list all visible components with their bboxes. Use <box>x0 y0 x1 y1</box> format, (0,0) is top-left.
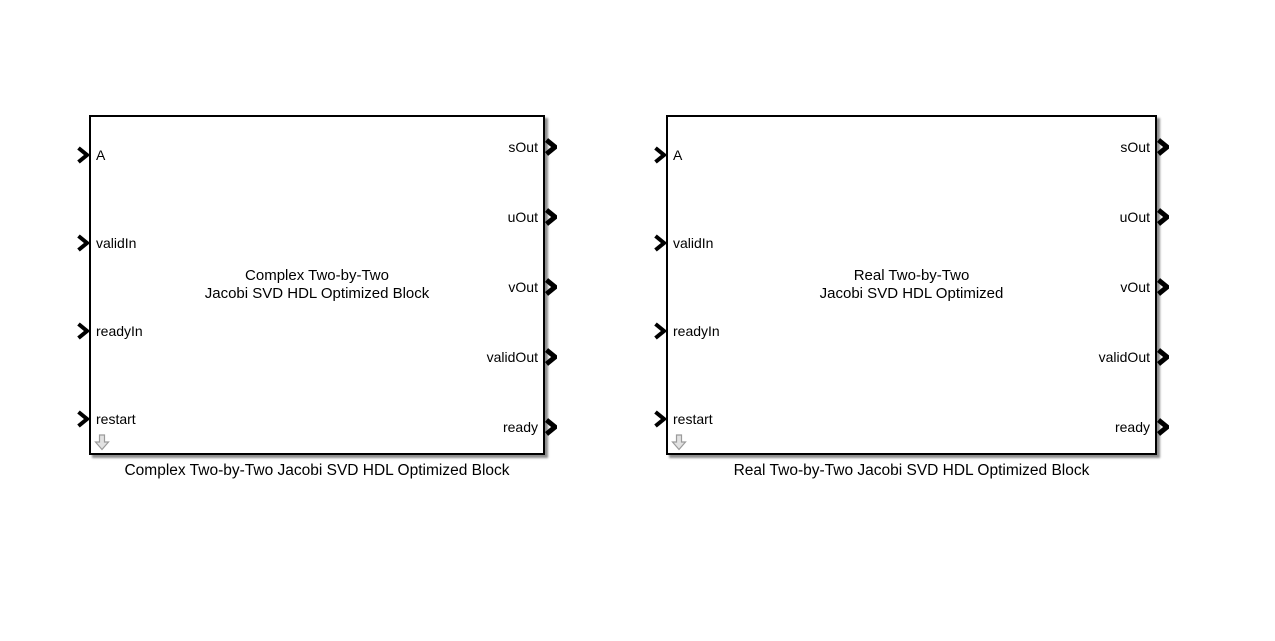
output-port-label: uOut <box>1119 209 1150 225</box>
output-port-ready[interactable]: ready <box>1114 417 1171 437</box>
input-port-label: validIn <box>673 235 714 251</box>
output-port-chevron-icon <box>544 418 559 436</box>
output-port-label: ready <box>1114 419 1150 435</box>
input-port-chevron-icon <box>77 146 91 164</box>
block-title-line1: Real Two-by-Two <box>853 267 970 284</box>
output-port-chevron-icon <box>1156 348 1171 366</box>
output-port-chevron-icon <box>544 278 559 296</box>
input-port-label: restart <box>96 411 136 427</box>
output-port-chevron-icon <box>1156 138 1171 156</box>
block-caption-real[interactable]: Real Two-by-Two Jacobi SVD HDL Optimized… <box>733 462 1090 479</box>
output-port-label: validOut <box>486 349 538 365</box>
output-port-chevron-icon <box>544 208 559 226</box>
block-real-two-by-two-jacobi-svd[interactable]: Real Two-by-Two Jacobi SVD HDL Optimized… <box>654 115 1171 455</box>
input-port-validin[interactable]: validIn <box>77 233 137 253</box>
output-port-chevron-icon <box>1156 418 1171 436</box>
output-port-validout[interactable]: validOut <box>1098 347 1171 367</box>
input-port-a[interactable]: A <box>77 145 106 165</box>
input-port-chevron-icon <box>77 322 91 340</box>
output-port-label: ready <box>502 419 538 435</box>
input-port-label: validIn <box>96 235 137 251</box>
output-port-uout[interactable]: uOut <box>507 207 559 227</box>
input-port-readyin[interactable]: readyIn <box>654 321 720 341</box>
output-port-chevron-icon <box>1156 208 1171 226</box>
input-port-readyin[interactable]: readyIn <box>77 321 143 341</box>
output-port-ready[interactable]: ready <box>502 417 559 437</box>
block-title-line2: Jacobi SVD HDL Optimized Block <box>204 285 430 302</box>
input-port-a[interactable]: A <box>654 145 683 165</box>
block-title-line1: Complex Two-by-Two <box>245 267 389 284</box>
input-port-label: restart <box>673 411 713 427</box>
block-complex-two-by-two-jacobi-svd[interactable]: Complex Two-by-Two Jacobi SVD HDL Optimi… <box>77 115 559 455</box>
input-port-label: A <box>96 147 106 163</box>
block-title-line2: Jacobi SVD HDL Optimized <box>819 285 1004 302</box>
input-port-chevron-icon <box>77 410 91 428</box>
input-port-chevron-icon <box>654 234 668 252</box>
block-title: Real Two-by-Two Jacobi SVD HDL Optimized <box>668 267 1155 303</box>
input-port-label: readyIn <box>673 323 720 339</box>
input-port-restart[interactable]: restart <box>77 409 136 429</box>
output-port-uout[interactable]: uOut <box>1119 207 1171 227</box>
input-port-validin[interactable]: validIn <box>654 233 714 253</box>
output-port-label: vOut <box>1120 279 1150 295</box>
output-port-validout[interactable]: validOut <box>486 347 559 367</box>
output-port-sout[interactable]: sOut <box>1120 137 1171 157</box>
output-port-vout[interactable]: vOut <box>1120 277 1171 297</box>
input-port-restart[interactable]: restart <box>654 409 713 429</box>
down-arrow-icon[interactable] <box>671 434 687 451</box>
input-port-chevron-icon <box>77 234 91 252</box>
output-port-label: validOut <box>1098 349 1150 365</box>
output-port-chevron-icon <box>544 138 559 156</box>
output-port-label: sOut <box>508 139 538 155</box>
down-arrow-icon[interactable] <box>94 434 110 451</box>
output-port-label: vOut <box>508 279 538 295</box>
output-port-vout[interactable]: vOut <box>508 277 559 297</box>
output-port-chevron-icon <box>544 348 559 366</box>
block-title: Complex Two-by-Two Jacobi SVD HDL Optimi… <box>91 267 543 303</box>
block-caption-complex[interactable]: Complex Two-by-Two Jacobi SVD HDL Optimi… <box>124 462 510 479</box>
output-port-label: uOut <box>507 209 538 225</box>
input-port-label: readyIn <box>96 323 143 339</box>
output-port-label: sOut <box>1120 139 1150 155</box>
output-port-chevron-icon <box>1156 278 1171 296</box>
input-port-label: A <box>673 147 683 163</box>
input-port-chevron-icon <box>654 322 668 340</box>
output-port-sout[interactable]: sOut <box>508 137 559 157</box>
input-port-chevron-icon <box>654 146 668 164</box>
input-port-chevron-icon <box>654 410 668 428</box>
